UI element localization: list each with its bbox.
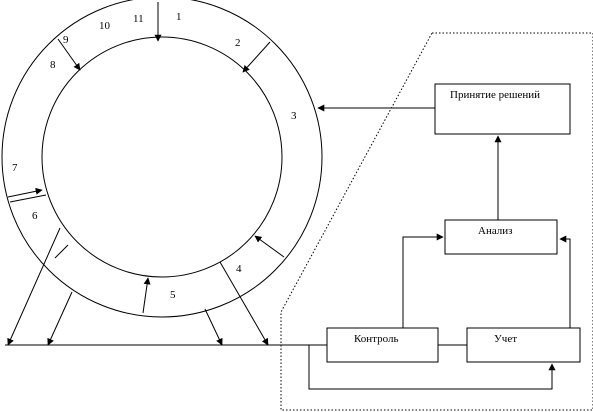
decision-box: [434, 83, 571, 135]
control-to-analysis-arrow: [402, 233, 444, 328]
arrow-segment-4: [254, 235, 285, 258]
segment-label: 8: [50, 59, 56, 71]
segment-label: 1: [176, 11, 182, 23]
segment-divider: [9, 194, 47, 203]
segment-label: 7: [12, 162, 18, 174]
management-region: [280, 32, 593, 411]
segment-label: 2: [235, 37, 241, 49]
segment-label: 4: [236, 263, 242, 275]
cycle-ring: [1, 0, 323, 318]
segment-label: 10: [99, 20, 111, 32]
decision-label: Принятие решений: [450, 89, 540, 101]
segment-label: 5: [170, 289, 176, 301]
segment-labels: 1 2 3 4 5 6 7 8 9 10 11: [12, 11, 297, 301]
segment-label: 11: [133, 13, 144, 25]
accounting-box: [466, 327, 581, 363]
arrow-segment-2: [242, 41, 271, 73]
segment-label: 3: [291, 110, 297, 122]
output-arrow: [47, 291, 73, 346]
accounting-to-analysis-arrow: [559, 235, 571, 328]
arrow-segment-5: [142, 277, 151, 314]
output-arrow: [7, 227, 61, 346]
analysis-box: [444, 219, 558, 255]
outer-circle: [1, 0, 323, 318]
flow-connections: [308, 104, 571, 390]
segment-label: 6: [32, 210, 38, 222]
bottom-loop-arrow: [308, 345, 556, 390]
segment-label: 9: [63, 34, 69, 46]
analysis-label: Анализ: [478, 225, 513, 237]
output-arrows: [7, 227, 269, 346]
segment-divider: [54, 244, 69, 259]
arrow-segment-7: [7, 187, 43, 198]
output-arrow: [204, 308, 223, 346]
control-label: Контроль: [354, 333, 398, 345]
inner-circle: [41, 36, 283, 278]
output-arrow: [219, 261, 269, 346]
arrow-segment-9: [57, 38, 81, 71]
ring-arrows: [7, 2, 285, 314]
accounting-label: Учет: [494, 333, 517, 345]
